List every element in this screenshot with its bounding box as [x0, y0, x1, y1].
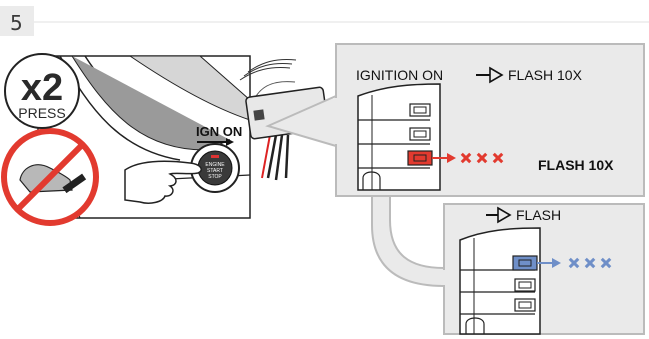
press-count: x2: [21, 67, 63, 109]
main-panel: IGNITION ON FLASH 10X: [265, 43, 645, 197]
wire-harness: [239, 59, 297, 181]
start-button-line-1: ENGINE: [205, 162, 225, 168]
flash-arrow-icon-secondary: [486, 206, 512, 224]
flash-arrow-icon: [476, 66, 504, 84]
start-button-line-2: START: [207, 168, 223, 174]
flash-marks-red: [460, 152, 504, 164]
led-flash-icon: [407, 150, 433, 166]
connector-face: [357, 83, 441, 191]
flash-10x-label: FLASH 10X: [538, 157, 614, 173]
double-press-badge-icon: x2 PRESS: [4, 53, 80, 129]
connector-face-secondary: [459, 227, 541, 335]
flash-marks-blue: [568, 257, 612, 269]
step-number: 5: [10, 11, 23, 35]
start-button-line-3: STOP: [208, 174, 222, 180]
panel-link-curve: [371, 195, 445, 288]
step-number-box: 5: [0, 6, 649, 36]
arrow-right-icon: [197, 138, 234, 146]
flash-arrow-red: [432, 153, 456, 163]
press-label: PRESS: [18, 105, 65, 121]
flash-arrow-blue: [537, 258, 561, 268]
secondary-panel: FLASH: [441, 203, 645, 335]
secondary-heading: FLASH: [516, 207, 561, 223]
ign-on-label: IGN ON: [196, 124, 242, 139]
panel-heading-flash: FLASH 10X: [508, 67, 583, 83]
panel-heading-ignition: IGNITION ON: [356, 67, 443, 83]
no-brake-pedal-icon: [1, 128, 99, 226]
led-flash-icon-blue: [512, 255, 538, 271]
hand-icon: [124, 160, 202, 204]
